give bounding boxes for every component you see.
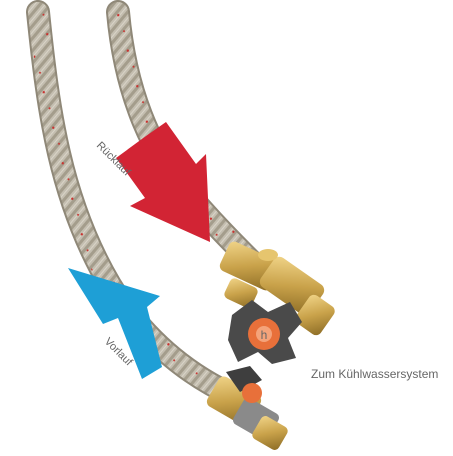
- destination-label: Zum Kühlwassersystem: [311, 367, 438, 381]
- arrow-up-left-icon: [68, 268, 162, 379]
- valve-mark: h: [261, 328, 268, 342]
- ball-valve-icon: h: [228, 300, 302, 364]
- arrow-down-right-icon: [116, 122, 210, 242]
